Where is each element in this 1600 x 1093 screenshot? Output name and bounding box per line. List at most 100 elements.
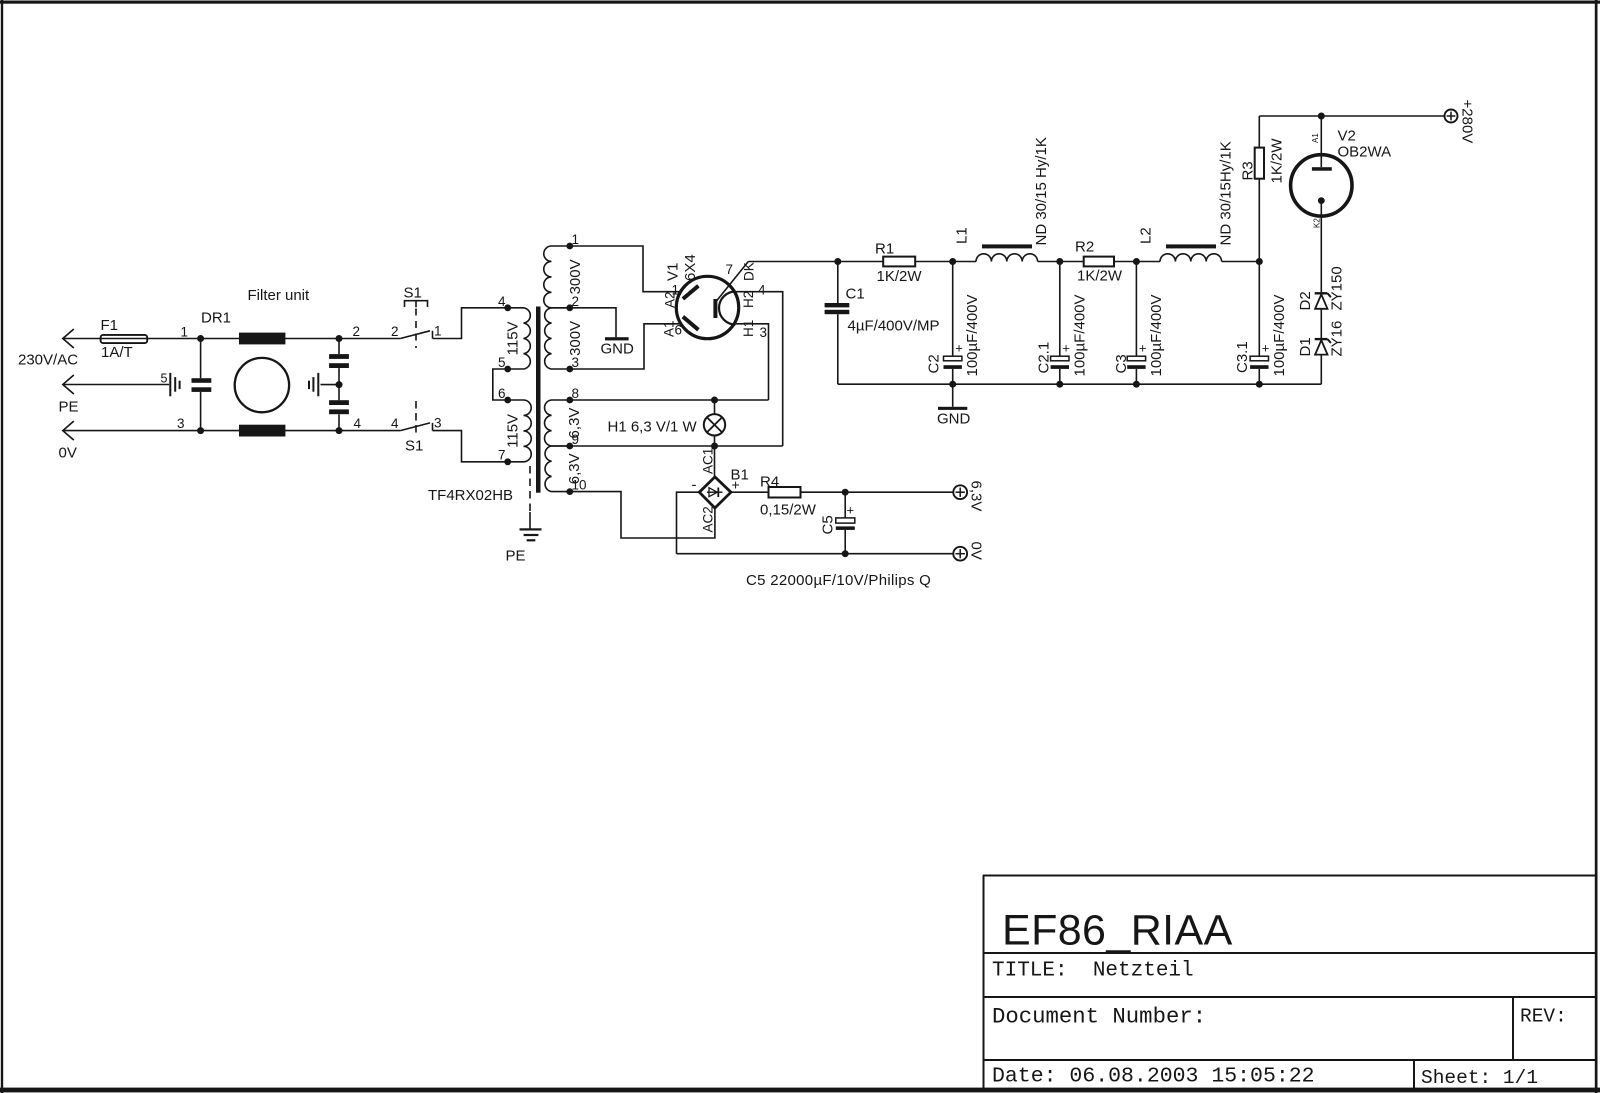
svg-text:A2: A2 (663, 291, 678, 308)
svg-text:R1: R1 (875, 241, 894, 258)
svg-text:3: 3 (572, 355, 580, 370)
svg-text:Date: 06.08.2003 15:05:22: Date: 06.08.2003 15:05:22 (992, 1065, 1315, 1089)
svg-text:ZY16: ZY16 (1329, 321, 1346, 357)
svg-text:H2: H2 (741, 291, 756, 308)
svg-text:PE: PE (506, 548, 526, 565)
svg-text:R4: R4 (760, 474, 779, 491)
svg-text:A1: A1 (662, 320, 677, 337)
svg-text:DK: DK (742, 262, 757, 281)
svg-text:100µF/400V: 100µF/400V (1271, 294, 1288, 376)
svg-text:3: 3 (760, 325, 768, 340)
svg-text:S1: S1 (405, 438, 423, 455)
svg-text:-: - (692, 477, 697, 494)
svg-text:1: 1 (572, 232, 580, 247)
svg-text:ZY150: ZY150 (1329, 266, 1346, 310)
svg-text:OB2WA: OB2WA (1338, 144, 1392, 161)
svg-text:R3: R3 (1240, 161, 1257, 180)
svg-text:4: 4 (354, 416, 362, 431)
svg-text:H1: H1 (741, 320, 756, 337)
svg-text:1: 1 (434, 324, 442, 339)
svg-text:REV:: REV: (1520, 1006, 1567, 1028)
svg-text:V1: V1 (665, 263, 682, 281)
svg-text:+: + (1062, 341, 1070, 356)
svg-text:+: + (1262, 341, 1270, 356)
svg-text:6X4: 6X4 (682, 254, 699, 281)
svg-text:K2: K2 (1313, 218, 1322, 228)
svg-text:6,3V: 6,3V (566, 408, 583, 439)
svg-text:+: + (1139, 341, 1147, 356)
svg-text:TF4RX02HB: TF4RX02HB (428, 487, 513, 504)
svg-text:C5 22000µF/10V/Philips Q: C5 22000µF/10V/Philips Q (746, 572, 931, 589)
svg-text:L1: L1 (954, 227, 971, 244)
svg-text:6: 6 (498, 386, 506, 401)
svg-text:H1 6,3 V/1 W: H1 6,3 V/1 W (608, 419, 698, 436)
svg-text:6: 6 (675, 323, 683, 338)
svg-text:0V: 0V (59, 445, 77, 462)
svg-text:C1: C1 (846, 286, 865, 303)
svg-text:0,15/2W: 0,15/2W (760, 502, 817, 519)
svg-text:1K/2W: 1K/2W (1077, 268, 1123, 285)
svg-text:AC1: AC1 (701, 448, 716, 474)
svg-text:GND: GND (937, 411, 971, 428)
svg-text:D2: D2 (1297, 291, 1314, 310)
svg-text:V2: V2 (1338, 128, 1356, 145)
svg-text:C2.1: C2.1 (1036, 342, 1053, 374)
svg-text:EF86_RIAA: EF86_RIAA (1002, 907, 1233, 955)
svg-text:D1: D1 (1297, 337, 1314, 356)
svg-text:3: 3 (434, 416, 442, 431)
svg-text:3: 3 (177, 416, 185, 431)
svg-text:+: + (955, 341, 963, 356)
svg-text:5: 5 (161, 372, 168, 386)
svg-text:2: 2 (353, 324, 361, 339)
svg-text:+: + (847, 503, 855, 518)
svg-text:100µF/400V: 100µF/400V (964, 294, 981, 376)
svg-text:Filter unit: Filter unit (248, 287, 311, 304)
svg-text:1A/T: 1A/T (101, 344, 133, 361)
svg-text:S1: S1 (404, 285, 422, 302)
svg-text:Document Number:: Document Number: (992, 1004, 1206, 1030)
svg-text:DR1: DR1 (201, 310, 231, 327)
svg-text:ND 30/15 Hy/1K: ND 30/15 Hy/1K (1033, 137, 1050, 245)
svg-text:1K/2W: 1K/2W (877, 268, 923, 285)
svg-text:C3: C3 (1113, 354, 1130, 373)
svg-text:4µF/400V/MP: 4µF/400V/MP (848, 318, 940, 335)
svg-text:F1: F1 (101, 317, 119, 334)
svg-text:8: 8 (572, 386, 580, 401)
svg-text:0V: 0V (968, 542, 985, 560)
svg-text:1K/2W: 1K/2W (1269, 138, 1286, 184)
svg-text:2: 2 (391, 324, 399, 339)
svg-text:C5: C5 (820, 515, 837, 534)
svg-text:300V: 300V (567, 259, 584, 294)
svg-text:6,3V: 6,3V (566, 453, 583, 484)
svg-text:GND: GND (601, 341, 635, 358)
svg-text:+: + (732, 477, 740, 493)
svg-text:5: 5 (498, 355, 506, 370)
svg-text:C2: C2 (926, 354, 943, 373)
svg-text:TITLE: Netzteil: TITLE: Netzteil (992, 960, 1194, 983)
svg-text:R2: R2 (1075, 239, 1094, 256)
svg-text:4: 4 (391, 416, 399, 431)
svg-text:PE: PE (59, 399, 79, 416)
svg-text:Sheet: 1/1: Sheet: 1/1 (1421, 1067, 1538, 1089)
svg-text:115V: 115V (505, 414, 522, 448)
svg-text:+280V: +280V (1459, 100, 1476, 144)
svg-text:4: 4 (758, 283, 766, 298)
svg-text:100µF/400V: 100µF/400V (1071, 294, 1088, 376)
svg-text:300V: 300V (567, 321, 584, 356)
svg-text:1: 1 (180, 325, 188, 340)
svg-text:2: 2 (572, 294, 580, 309)
svg-text:AC2: AC2 (701, 506, 716, 532)
svg-text:C3.1: C3.1 (1234, 341, 1251, 373)
svg-text:1: 1 (672, 283, 680, 298)
svg-text:L2: L2 (1138, 227, 1155, 244)
svg-text:ND 30/15Hy/1K: ND 30/15Hy/1K (1218, 141, 1235, 245)
svg-text:115V: 115V (505, 321, 522, 355)
svg-text:6,3V: 6,3V (968, 481, 985, 512)
svg-text:100µF/400V: 100µF/400V (1148, 294, 1165, 376)
svg-text:7: 7 (498, 448, 506, 463)
svg-text:B1: B1 (731, 467, 749, 484)
svg-text:230V/AC: 230V/AC (18, 352, 78, 369)
svg-text:10: 10 (572, 478, 587, 493)
svg-text:4: 4 (498, 294, 506, 309)
svg-text:7: 7 (726, 262, 734, 277)
